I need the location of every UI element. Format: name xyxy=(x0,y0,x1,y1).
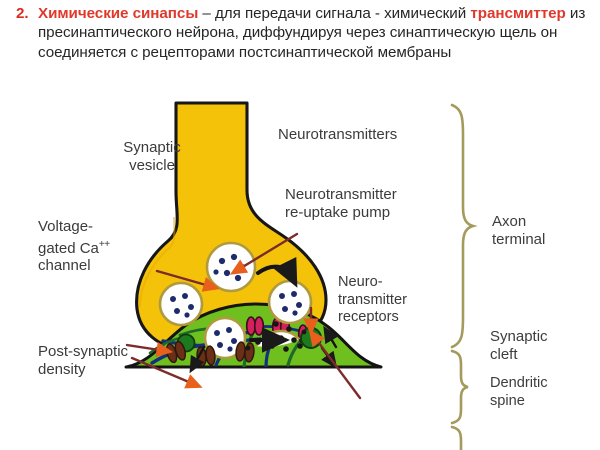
arrow-post-synaptic-density xyxy=(130,356,203,389)
label-neurotransmitter-receptors: Neuro- transmitter receptors xyxy=(338,274,407,325)
header-body: Химические синапсы – для передачи сигнал… xyxy=(8,4,596,62)
vesicle xyxy=(203,316,247,360)
vesicle-transport-arrows xyxy=(249,256,298,353)
label-neurotransmitters: Neurotransmitters xyxy=(278,126,398,143)
header-plain-2: из пресинаптического нейрона, диффундиру… xyxy=(38,5,586,61)
label-dendritic-spine: Dendritic spine xyxy=(490,375,548,409)
header-highlight-2: трансмиттер xyxy=(470,5,566,22)
label-synaptic-cleft: Synaptic cleft xyxy=(490,328,548,363)
label-line-3: channel xyxy=(38,257,91,274)
label-superscript: ++ xyxy=(98,238,110,250)
brace-dendritic-spine xyxy=(450,425,463,450)
vesicle xyxy=(267,279,313,325)
braces xyxy=(450,103,478,450)
vesicle xyxy=(205,241,257,293)
label-line-2: gated Ca xyxy=(38,239,99,257)
vesicle xyxy=(158,281,204,327)
callout-arrows xyxy=(125,232,362,400)
header-plain-1: – для передачи сигнала - химический xyxy=(198,5,471,22)
label-synaptic-vesicle: Synaptic vesicle xyxy=(123,139,181,174)
label-line-1: Voltage- xyxy=(38,218,94,235)
slide-header-text: 2. Химические синапсы – для передачи сиг… xyxy=(8,4,596,62)
arrow-neurotransmitters xyxy=(229,232,299,275)
synapse-diagram xyxy=(0,95,600,450)
label-voltage-gated-calcium-channel: Voltage-gated Ca++ channel xyxy=(38,218,142,275)
arrow-calcium-channel xyxy=(125,341,174,358)
label-axon-terminal: Axon terminal xyxy=(492,213,546,248)
label-post-synaptic-density: Post-synaptic density xyxy=(38,343,129,378)
header-highlight-1: Химические синапсы xyxy=(38,5,199,22)
brace-synaptic-cleft xyxy=(450,349,469,425)
arrow-nt-receptors xyxy=(308,329,362,400)
list-marker: 2. xyxy=(16,5,29,22)
arrow-synaptic-vesicle xyxy=(155,269,220,292)
brace-axon-terminal xyxy=(450,103,478,349)
label-neurotransmitter-reuptake-pump: Neurotransmitter re-uptake pump xyxy=(285,186,397,221)
